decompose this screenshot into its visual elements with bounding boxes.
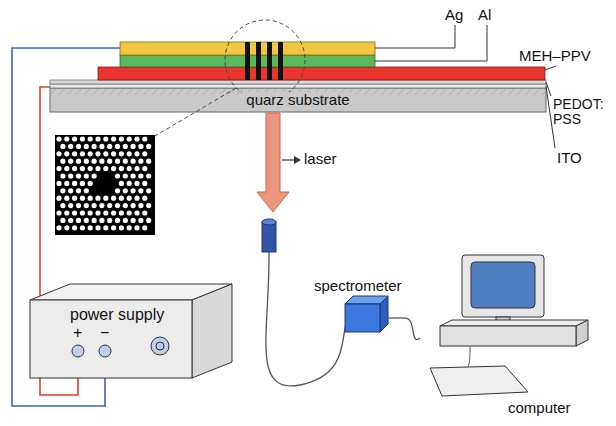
- pedot-pss-label: PEDOT: PSS: [553, 97, 611, 128]
- plus-sign: +: [73, 324, 82, 342]
- meh-ppv-label: MEH–PPV: [519, 48, 591, 65]
- grating-stripes: [245, 42, 283, 80]
- ito-layer: [50, 84, 546, 88]
- substrate-label: quarz substrate: [242, 92, 353, 109]
- cpu-side: [576, 320, 588, 346]
- meh-ppv-layer: [98, 67, 545, 80]
- optical-fiber: [266, 252, 347, 386]
- power-supply-side: [192, 284, 232, 378]
- spectrometer-front: [345, 304, 380, 332]
- minus-sign: −: [100, 324, 109, 342]
- cpu-box: [440, 326, 576, 346]
- keyboard-cable: [468, 346, 470, 367]
- zoom-line: [155, 88, 236, 136]
- power-knob: [151, 337, 169, 355]
- power-supply-label: power supply: [70, 306, 164, 324]
- spectrometer-side: [380, 296, 388, 332]
- lattice-holes: [56, 136, 151, 230]
- detector-probe: [262, 222, 276, 252]
- monitor-screen: [471, 262, 535, 308]
- computer-box: computer: [420, 252, 590, 422]
- cpu-top: [440, 320, 588, 326]
- keyboard: [430, 366, 528, 396]
- power-supply-box: power supply+−: [30, 300, 192, 378]
- computer-label: computer: [508, 400, 571, 417]
- positive-terminal: [72, 345, 84, 357]
- leader-lines: [375, 25, 556, 148]
- laser-label: laser: [304, 151, 337, 168]
- detector-top: [262, 219, 276, 225]
- quartz-substrate: [50, 88, 546, 112]
- laser-pointer: [282, 159, 296, 160]
- substrate-box: quarz substrate: [50, 88, 546, 112]
- power-supply-front: [30, 300, 192, 378]
- ito-label: ITO: [557, 150, 582, 167]
- zoom-circle: [225, 20, 305, 100]
- cable-stub: [388, 317, 406, 318]
- signal-cable: [406, 318, 420, 340]
- al-label: Al: [478, 7, 491, 24]
- photonic-crystal-inset: [55, 135, 155, 235]
- power-knob-inner: [156, 342, 164, 350]
- spectrometer-box: spectrometer: [314, 278, 406, 334]
- laser-pointer-head: [294, 156, 301, 164]
- negative-terminal: [99, 345, 111, 357]
- spectrometer-label: spectrometer: [314, 278, 402, 295]
- monitor: [462, 255, 544, 317]
- laser-beam: [257, 113, 289, 212]
- ag-label: Ag: [445, 7, 463, 24]
